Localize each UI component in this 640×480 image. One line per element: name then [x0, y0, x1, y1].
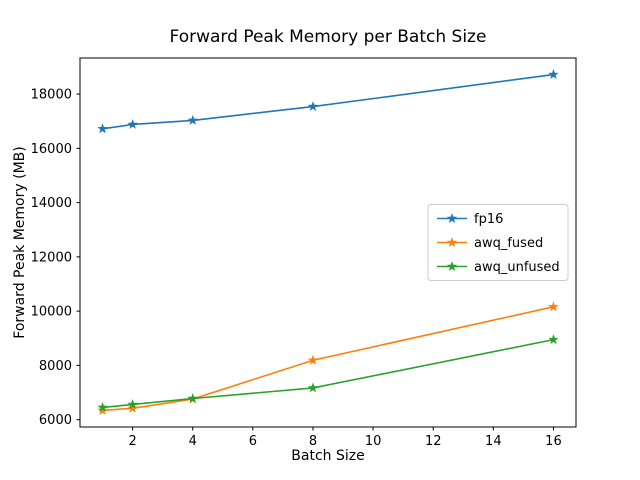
- x-tick-label: 4: [189, 434, 197, 449]
- x-tick-label: 10: [365, 434, 382, 449]
- marker-fp16: [307, 101, 319, 112]
- legend-frame: [427, 204, 569, 281]
- marker-awq_fused: [97, 404, 108, 415]
- legend-label: awq_fused: [474, 236, 543, 251]
- marker-awq_fused: [127, 402, 138, 413]
- y-tick-label: 16000: [31, 142, 72, 157]
- x-tick-label: 14: [485, 434, 502, 449]
- marker-awq_fused: [307, 354, 319, 365]
- legend: fp16 awq_fused awq_unfused: [427, 204, 569, 281]
- chart-title: Forward Peak Memory per Batch Size: [170, 27, 487, 47]
- marker-awq_unfused: [548, 334, 559, 345]
- y-tick-label: 14000: [31, 196, 72, 211]
- y-axis-label: Forward Peak Memory (MB): [12, 146, 28, 338]
- axes-frame: [79, 57, 577, 428]
- y-tick-label: 12000: [31, 250, 72, 265]
- marker-fp16: [548, 69, 559, 79]
- marker-awq_unfused: [127, 398, 138, 409]
- legend-marker: [446, 261, 458, 271]
- y-tick-label: 6000: [39, 413, 72, 428]
- x-tick-label: 6: [249, 434, 257, 449]
- marker-awq_unfused: [97, 401, 108, 412]
- x-axis-label: Batch Size: [291, 448, 364, 464]
- x-tick-label: 2: [128, 434, 136, 449]
- marker-fp16: [97, 123, 108, 134]
- marker-fp16: [127, 118, 138, 129]
- legend-label: awq_unfused: [474, 260, 560, 275]
- legend-label: fp16: [474, 212, 503, 227]
- y-tick-label: 10000: [31, 305, 72, 320]
- y-tick-label: 8000: [39, 359, 72, 374]
- y-tick-label: 18000: [31, 88, 72, 103]
- legend-marker: [446, 237, 458, 247]
- marker-awq_unfused: [187, 393, 198, 403]
- legend-marker: [446, 213, 458, 223]
- marker-awq_fused: [548, 301, 559, 312]
- marker-awq_unfused: [307, 382, 319, 393]
- marker-fp16: [187, 114, 198, 125]
- x-tick-label: 8: [309, 434, 317, 449]
- x-tick-label: 12: [425, 434, 442, 449]
- x-tick-label: 16: [545, 434, 562, 449]
